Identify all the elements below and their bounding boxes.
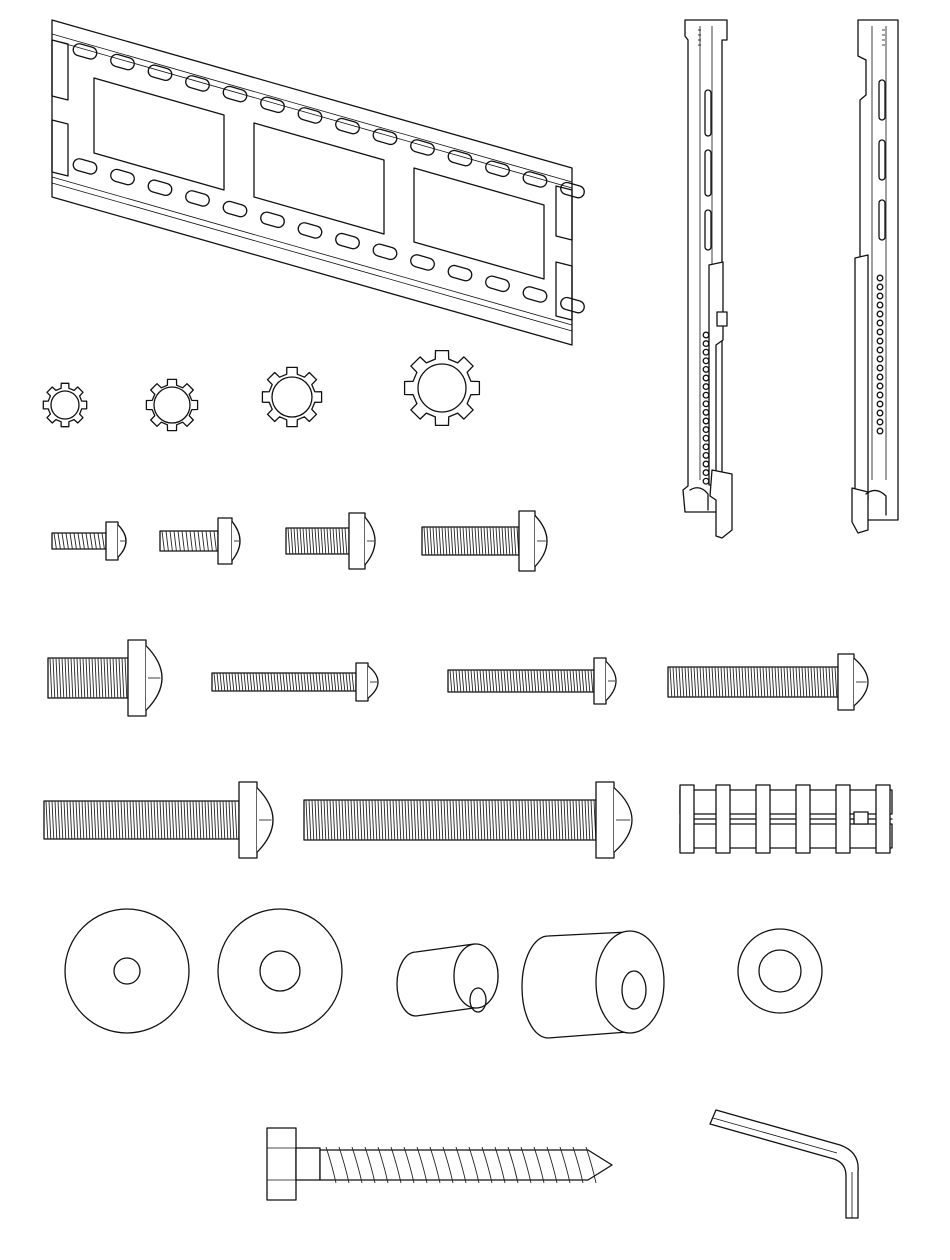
machine-screw xyxy=(212,663,378,701)
machine-screw xyxy=(286,513,375,569)
lock-washer xyxy=(262,367,321,426)
anchor-rib xyxy=(680,785,694,853)
machine-screw xyxy=(52,522,126,560)
wall-plate xyxy=(52,20,586,345)
tv-bracket-right xyxy=(852,20,898,533)
lag-bolt xyxy=(267,1128,612,1200)
tv-bracket-left xyxy=(683,20,732,538)
machine-screw xyxy=(48,640,162,716)
anchor-rib xyxy=(836,785,850,853)
anchor-rib xyxy=(876,785,890,853)
anchor-rib xyxy=(716,785,730,853)
lock-washers xyxy=(43,351,479,431)
machine-screw xyxy=(448,658,616,704)
lock-washer xyxy=(43,383,86,426)
machine-screw xyxy=(422,511,547,571)
small-washer xyxy=(738,929,822,1013)
machine-screw xyxy=(668,654,868,710)
spacer-small xyxy=(397,944,498,1016)
machine-screw xyxy=(304,782,632,858)
large-flat-washer-1 xyxy=(65,909,189,1033)
large-flat-washer-2 xyxy=(218,909,342,1033)
anchor-rib xyxy=(796,785,810,853)
spacer-large xyxy=(522,931,664,1038)
machine-screw xyxy=(160,518,240,564)
hex-key xyxy=(710,1110,858,1218)
lock-washer xyxy=(405,351,480,426)
anchor-rib xyxy=(756,785,770,853)
machine-screw xyxy=(44,782,273,858)
drywall-anchor xyxy=(680,785,892,853)
